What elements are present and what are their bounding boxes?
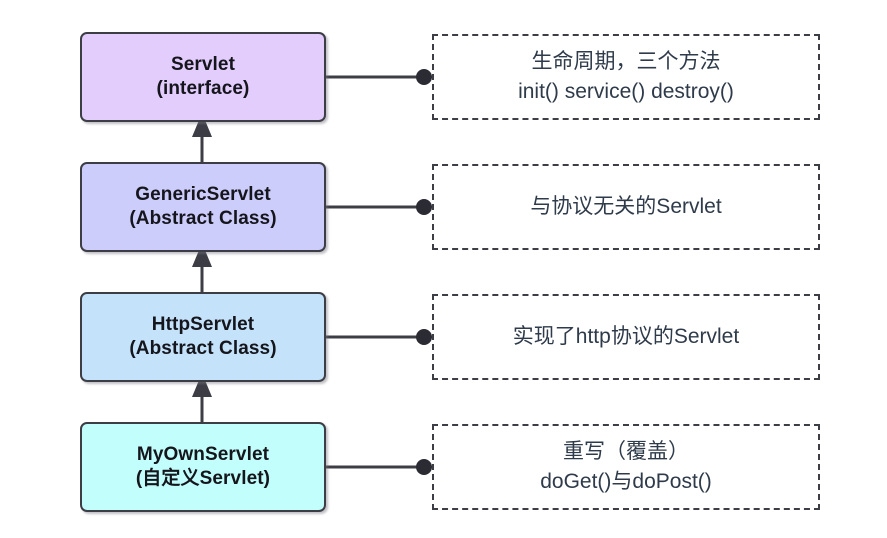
class-box-servlet[interactable]: Servlet (interface) (80, 32, 326, 122)
class-box-http-servlet[interactable]: HttpServlet (Abstract Class) (80, 292, 326, 382)
note-box-servlet[interactable]: 生命周期，三个方法 init() service() destroy() (432, 34, 820, 120)
note-anchor-generic-servlet (326, 199, 432, 215)
note-anchor-http-servlet (326, 329, 432, 345)
note-line-1-servlet: 生命周期，三个方法 (531, 49, 721, 73)
class-name-servlet: Servlet (170, 53, 236, 75)
class-name-my-own-servlet: MyOwnServlet (136, 443, 270, 465)
class-stereotype-my-own-servlet: (自定义Servlet) (135, 468, 271, 489)
note-box-my-own-servlet[interactable]: 重写（覆盖） doGet()与doPost() (432, 424, 820, 510)
note-line-2-servlet: init() service() destroy() (518, 80, 734, 103)
class-stereotype-generic-servlet: (Abstract Class) (129, 208, 277, 229)
note-box-http-servlet[interactable]: 实现了http协议的Servlet (432, 294, 820, 380)
class-box-my-own-servlet[interactable]: MyOwnServlet (自定义Servlet) (80, 422, 326, 512)
note-line-1-generic-servlet: 与协议无关的Servlet (530, 194, 722, 218)
class-name-generic-servlet: GenericServlet (135, 183, 271, 205)
note-box-generic-servlet[interactable]: 与协议无关的Servlet (432, 164, 820, 250)
note-line-1-http-servlet: 实现了http协议的Servlet (512, 324, 740, 348)
note-line-2-my-own-servlet: doGet()与doPost() (540, 470, 712, 493)
class-stereotype-servlet: (interface) (156, 78, 250, 99)
class-box-generic-servlet[interactable]: GenericServlet (Abstract Class) (80, 162, 326, 252)
class-stereotype-http-servlet: (Abstract Class) (129, 338, 277, 359)
note-line-1-my-own-servlet: 重写（覆盖） (563, 439, 689, 463)
class-name-http-servlet: HttpServlet (151, 313, 255, 335)
note-anchor-servlet (326, 69, 432, 85)
note-anchor-my-own-servlet (326, 459, 432, 475)
